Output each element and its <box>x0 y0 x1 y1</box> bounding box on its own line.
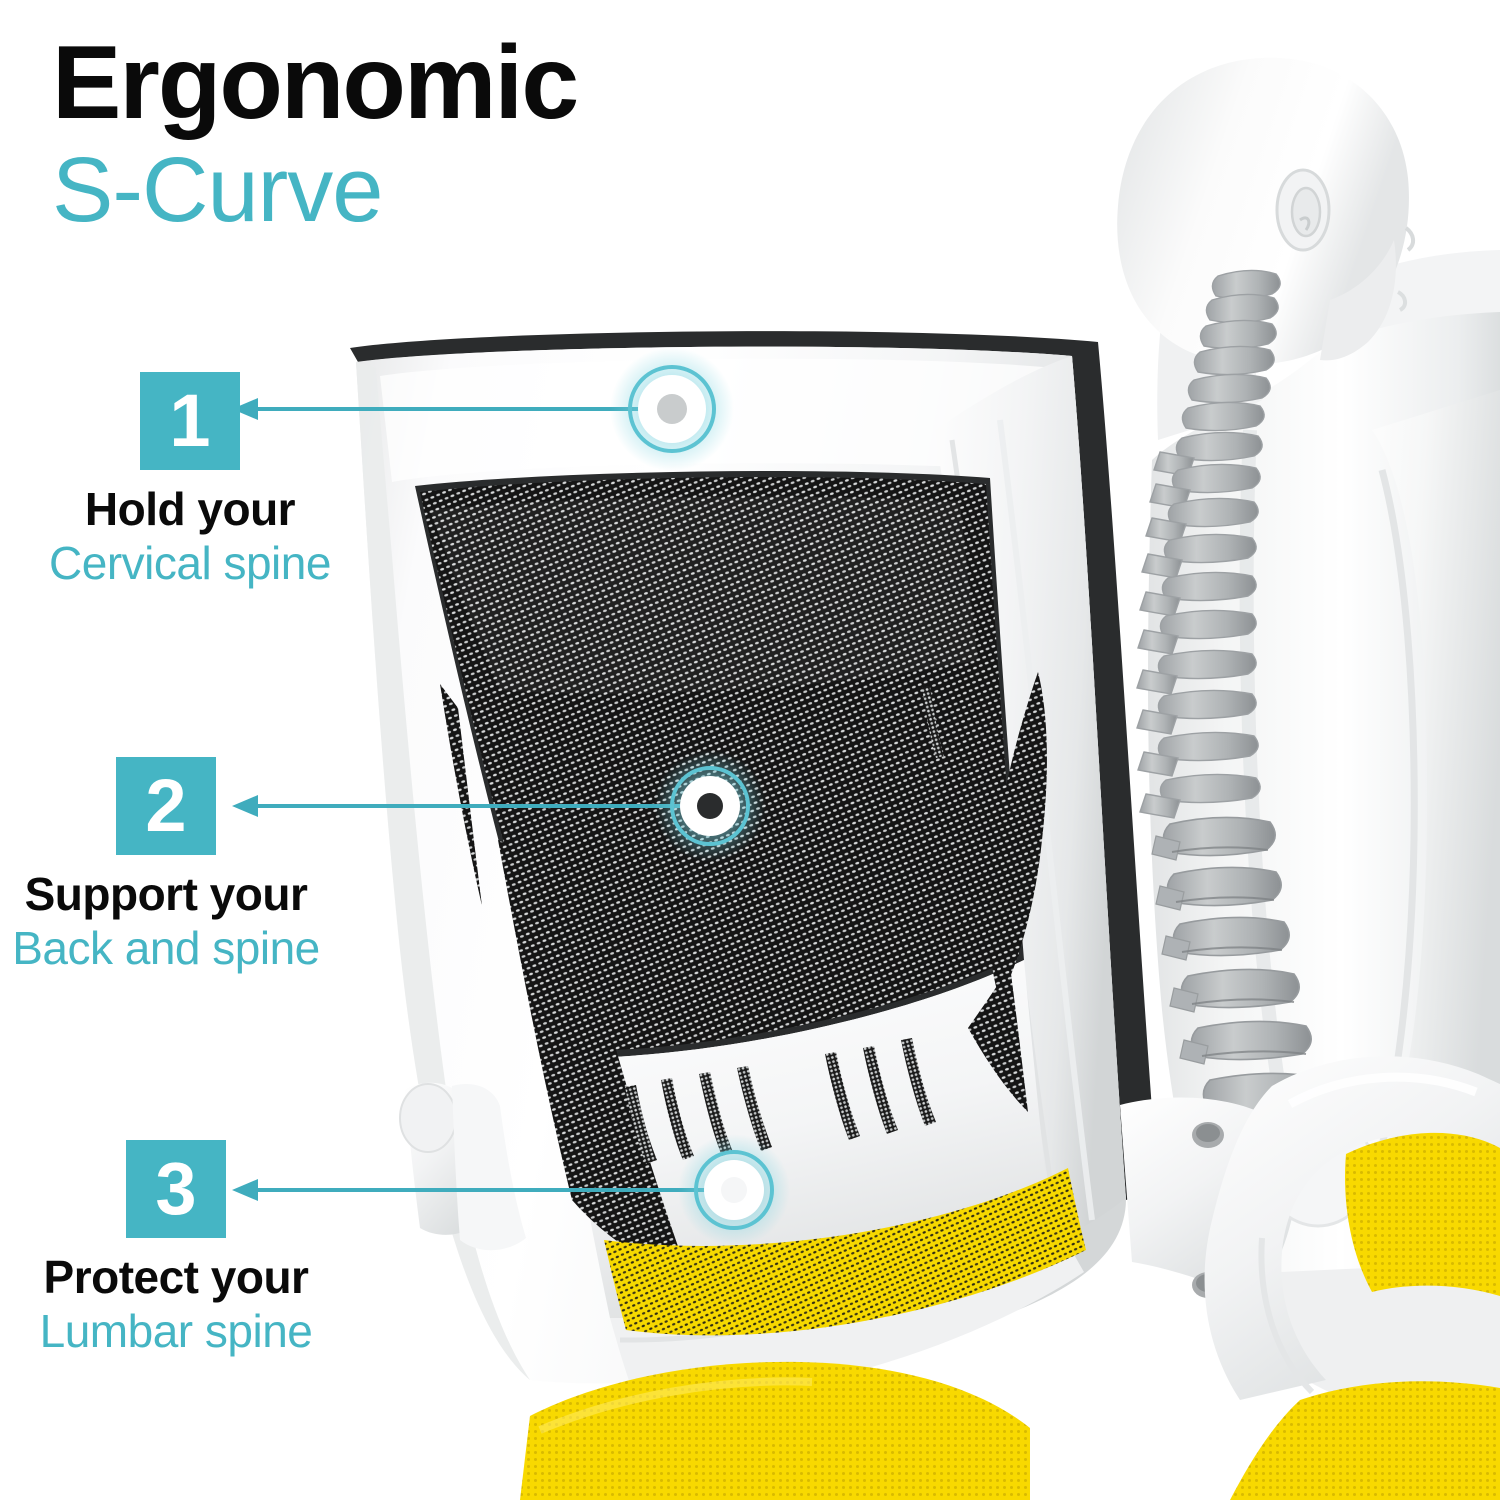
callout-number-badge-3: 3 <box>126 1140 226 1238</box>
armrest-loop <box>1204 1056 1500 1400</box>
mannequin-hip <box>1215 1262 1500 1410</box>
shell-gloss <box>380 358 1068 482</box>
callout-subheading-2: Back and spine <box>12 921 320 974</box>
mannequin-body <box>1148 250 1500 1275</box>
back-seat-connector <box>1120 1097 1374 1300</box>
callout-lumbar: 3 Protect your Lumbar spine <box>0 1140 366 1358</box>
seat-mesh-right-lower <box>1230 1381 1500 1500</box>
mannequin-head <box>1117 57 1415 365</box>
headrest-marker[interactable] <box>610 347 734 471</box>
lumbar-vent-slats <box>625 1038 936 1164</box>
backrest-trim <box>350 331 1158 1200</box>
callout-subheading-3: Lumbar spine <box>39 1304 313 1357</box>
pivot-cap <box>1262 1108 1374 1228</box>
seat-lip-seam <box>619 1223 1054 1343</box>
seat-cushion-front <box>520 1361 1030 1500</box>
callout-heading-2: Support your <box>24 868 308 920</box>
callout-heading-1: Hold your <box>84 483 296 535</box>
left-pivot-assembly <box>399 1082 526 1251</box>
upper-right-slit-vent <box>922 686 944 758</box>
callout-number-badge-2: 2 <box>116 757 216 855</box>
wing-seam <box>949 439 1061 1233</box>
seat-mesh-right <box>1345 1132 1500 1296</box>
seat-pan-lip <box>610 1200 1084 1401</box>
spine-column <box>1136 269 1326 1113</box>
left-slot-mesh <box>440 684 482 906</box>
backrest-shell <box>356 346 1126 1384</box>
callout-heading-3: Protect your <box>43 1251 309 1303</box>
lumbar-marker[interactable] <box>678 1134 790 1246</box>
callout-back-spine: 2 Support your Back and spine <box>0 757 356 975</box>
backrest-mesh-panel <box>415 471 1024 1059</box>
callout-cervical: 1 Hold your Cervical spine <box>0 372 380 590</box>
seat-cushion-highlight <box>538 1377 813 1434</box>
lumbar-right-mesh <box>968 966 1028 1112</box>
title-line-scurve: S-Curve <box>52 139 383 242</box>
callout-subheading-1: Cervical spine <box>49 536 331 589</box>
wing-seam-2 <box>997 419 1095 1221</box>
lumbar-left-mesh <box>498 840 690 1280</box>
backrest-right-wing <box>935 356 1126 1245</box>
callout-number-badge-1: 1 <box>140 372 240 470</box>
page-title: Ergonomic S-Curve <box>52 30 772 239</box>
seat-mesh-strip <box>604 1168 1086 1336</box>
title-line-ergonomic: Ergonomic <box>52 25 579 141</box>
side-vent-mesh <box>989 672 1047 1000</box>
ear-detail <box>1275 168 1331 252</box>
lumbar-support-shell <box>560 960 1048 1319</box>
backrest-marker[interactable] <box>654 750 766 862</box>
mannequin-neck <box>1157 276 1262 440</box>
left-frame-rail <box>356 362 530 1380</box>
